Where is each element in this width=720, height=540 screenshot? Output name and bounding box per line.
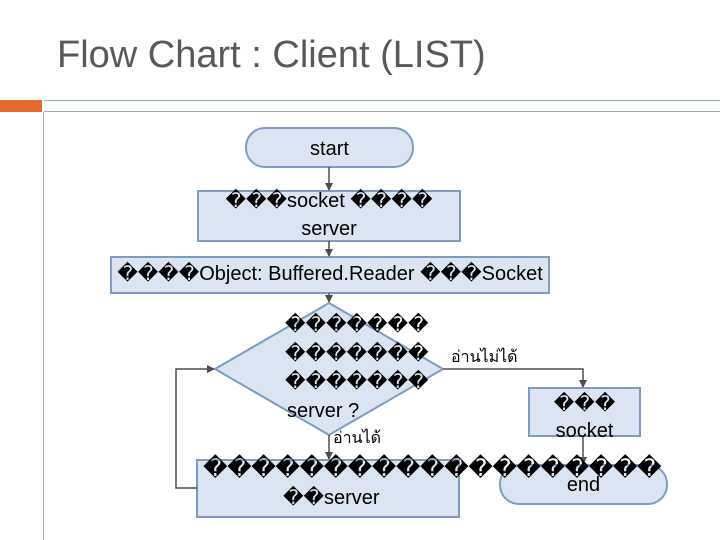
close-label-line1: ��� (553, 393, 616, 415)
left-vertical-rule (43, 112, 44, 540)
close-socket-box (528, 387, 641, 437)
decision-label-line2: ������� (285, 343, 429, 365)
arrow-decision-no-to-close (443, 368, 587, 388)
connect-label-line1: ���socket ���� (225, 190, 433, 212)
slide-title: Flow Chart : Client (LIST) (57, 34, 486, 76)
create-reader-box (110, 256, 550, 294)
end-label: end (566, 474, 601, 496)
header-rule-top (44, 100, 720, 101)
connect-label-line2: server (301, 218, 357, 240)
decision-label-line1: ������� (285, 314, 429, 336)
decision-label-line3: ������� (285, 371, 429, 393)
end-terminal (499, 464, 668, 505)
read-label-line2: ��server (283, 487, 380, 509)
read-data-box (196, 459, 460, 518)
header-rule-bottom (44, 111, 720, 112)
start-label: start (310, 138, 349, 160)
read-label-line1: ������������������� (203, 455, 662, 482)
decision-label-line4: server ? (287, 400, 360, 422)
yes-branch-label: อ่านได้ (333, 430, 381, 447)
arrow-read-loop-back (175, 365, 215, 489)
close-label-line2: socket (555, 420, 614, 442)
no-branch-label: อ่านไม่ได้ (451, 349, 518, 366)
create-reader-label: ����Object: Buffered.Reader ���Socket (117, 263, 543, 285)
accent-bar (0, 100, 42, 112)
